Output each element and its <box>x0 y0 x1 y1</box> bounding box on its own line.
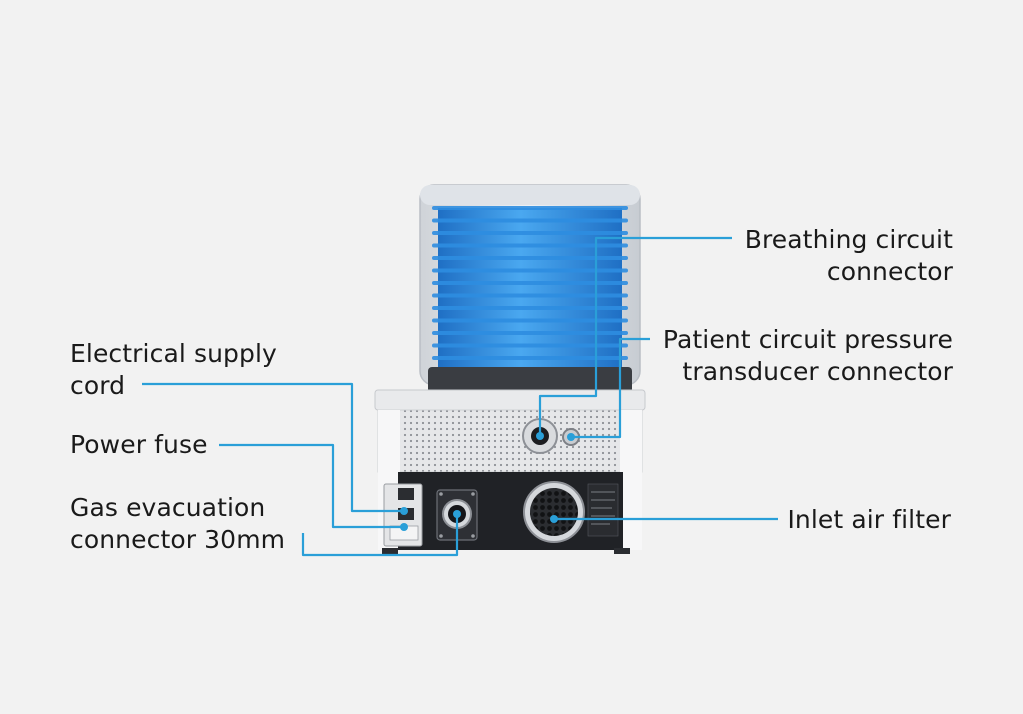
foot-right <box>614 548 630 554</box>
spec-label <box>587 483 619 537</box>
label-pressure-transducer-connector: Patient circuit pressure transducer conn… <box>663 324 953 388</box>
label-gas-line1: Gas evacuation <box>70 493 266 522</box>
bellows-pleat <box>432 343 628 348</box>
dome-collar <box>428 367 632 393</box>
dot-breathing <box>536 432 544 440</box>
bellows-pleat <box>432 243 628 248</box>
label-gas-evacuation-connector: Gas evacuation connector 30mm <box>70 492 285 556</box>
label-fuse-line1: Power fuse <box>70 430 208 459</box>
label-patient-line2: transducer connector <box>682 357 953 386</box>
bellows-pleat <box>432 356 628 360</box>
base-top <box>374 389 646 411</box>
label-breathing-line1: Breathing circuit <box>744 225 953 254</box>
bellows-pleat <box>432 268 628 273</box>
bellows-pleat <box>432 206 628 210</box>
leader-fuse <box>219 443 404 529</box>
back-panel <box>398 472 623 550</box>
label-electrical-supply-cord: Electrical supply cord <box>70 338 277 402</box>
leader-electrical <box>142 382 404 513</box>
leader-lines <box>142 236 778 557</box>
bellows-pleat <box>432 306 628 310</box>
label-gas-line2: connector 30mm <box>70 525 286 554</box>
label-breathing-circuit-connector: Breathing circuit connector <box>745 224 953 288</box>
ventilator-device <box>374 184 646 554</box>
label-inlet-line1: Inlet air filter <box>787 505 951 534</box>
bellows <box>432 206 628 373</box>
bellows-pleat <box>432 256 628 260</box>
dot-gas <box>453 510 461 518</box>
dot-patient <box>567 433 575 441</box>
base-grille <box>377 409 643 473</box>
label-electrical-line2: cord <box>70 371 126 400</box>
bellows-body <box>438 208 622 371</box>
leader-gas <box>301 514 459 557</box>
label-power-fuse: Power fuse <box>70 429 208 461</box>
bellows-pleat <box>432 231 628 235</box>
leader-dots <box>400 432 575 531</box>
dot-fuse <box>400 523 408 531</box>
label-electrical-line1: Electrical supply <box>70 339 277 368</box>
foot-left <box>382 548 398 554</box>
label-patient-line1: Patient circuit pressure <box>662 325 953 354</box>
label-breathing-line2: connector <box>826 257 953 286</box>
leader-breathing <box>538 236 732 436</box>
bellows-pleat <box>432 318 628 323</box>
dot-inlet <box>550 515 558 523</box>
label-inlet-air-filter: Inlet air filter <box>787 504 951 536</box>
bellows-pleat <box>432 293 628 298</box>
bellows-pleat <box>432 331 628 335</box>
leader-patient <box>571 337 650 439</box>
dot-electrical <box>400 507 408 515</box>
bellows-pleat <box>432 218 628 223</box>
bellows-pleat <box>432 281 628 285</box>
